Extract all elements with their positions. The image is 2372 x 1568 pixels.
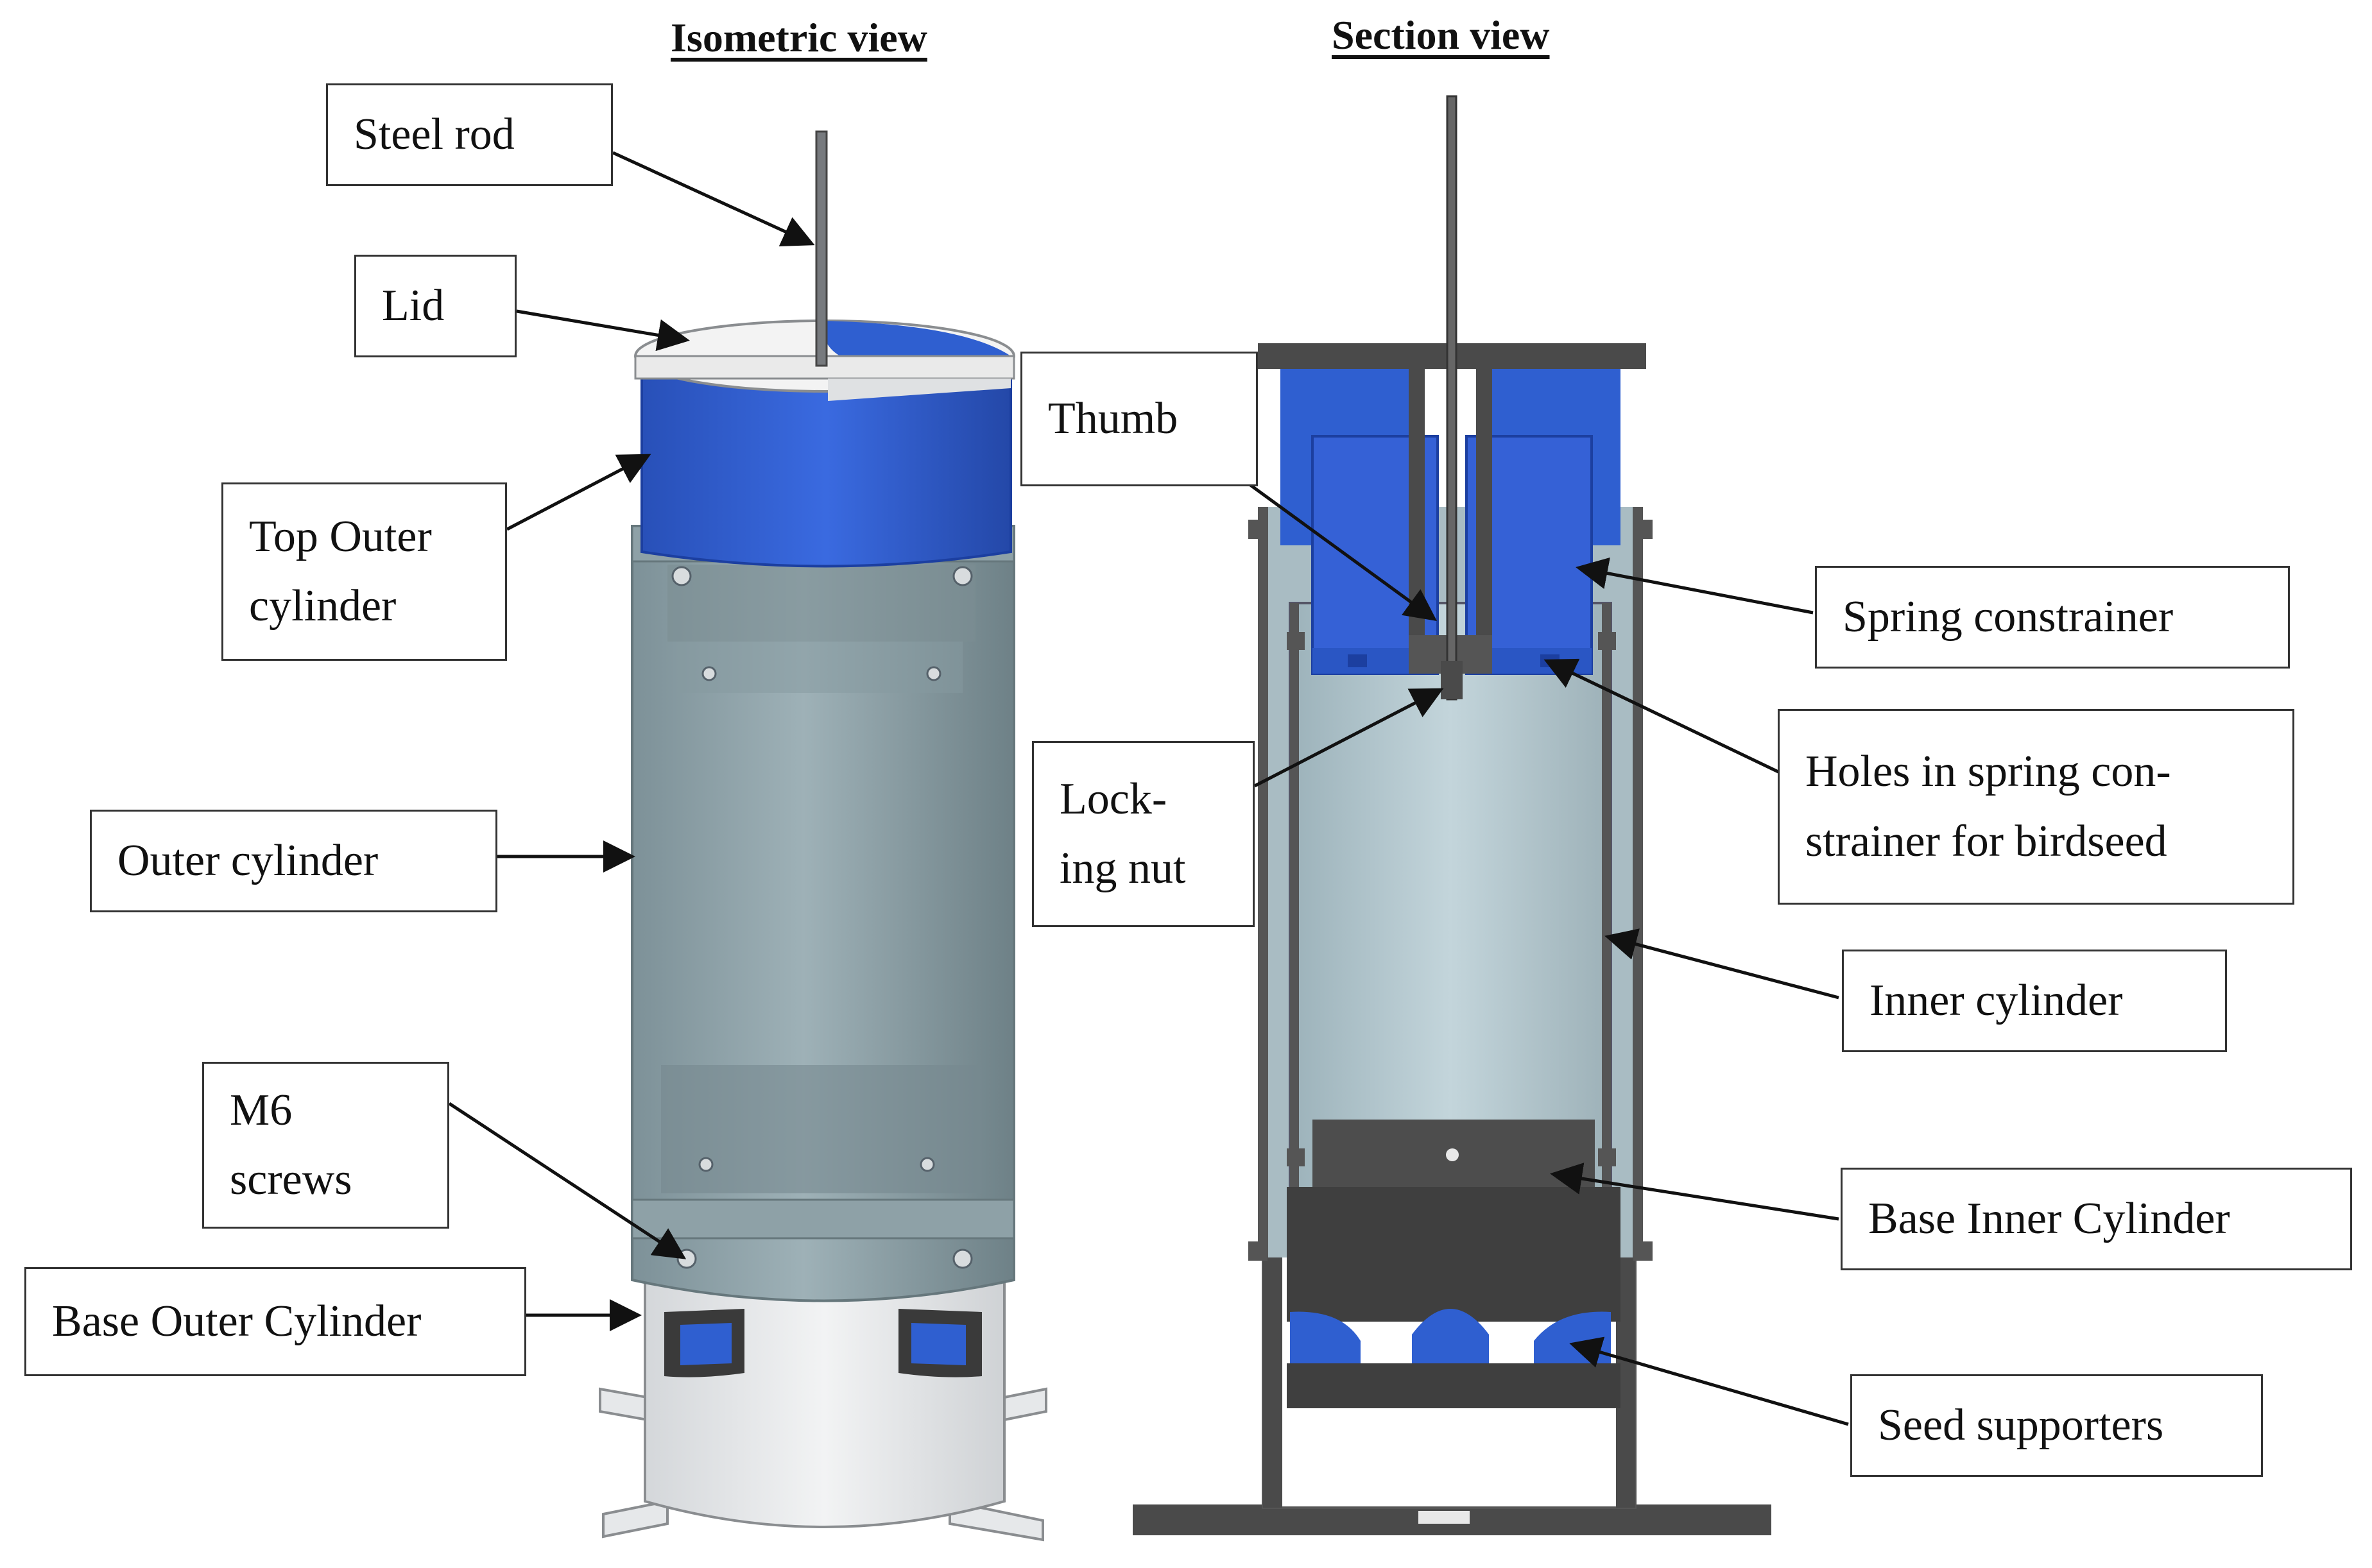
leader-arrows <box>448 151 1849 1426</box>
seed-windows <box>664 1309 982 1377</box>
label-base-inner-cylinder: Base Inner Cylinder <box>1868 1193 2230 1243</box>
callout-locking-nut: Lock- ing nut <box>1032 741 1255 927</box>
label-steel-rod: Steel rod <box>354 109 515 159</box>
callout-inner-cylinder: Inner cylinder <box>1842 950 2227 1052</box>
label-outer-cylinder: Outer cylinder <box>117 835 379 885</box>
base-outer-cylinder-shape <box>644 1266 1006 1528</box>
label-seed-supporters: Seed supporters <box>1878 1400 2164 1450</box>
callout-seed-supporters: Seed supporters <box>1850 1374 2263 1477</box>
label-holes-line1: Holes in spring con- <box>1805 747 2171 796</box>
label-m6-screws-line1: M6 <box>230 1085 293 1135</box>
label-inner-cylinder: Inner cylinder <box>1869 975 2123 1025</box>
label-base-outer-cylinder: Base Outer Cylinder <box>52 1296 422 1346</box>
label-locking-nut-line2: ing nut <box>1060 844 1186 893</box>
callout-base-inner-cylinder: Base Inner Cylinder <box>1841 1168 2352 1270</box>
callout-top-outer-cylinder: Top Outer cylinder <box>221 482 507 661</box>
section-feeder <box>1133 95 1771 1535</box>
isometric-feeder <box>599 130 1047 1542</box>
callout-thumb: Thumb <box>1020 352 1258 486</box>
label-top-outer-cylinder-line2: cylinder <box>249 581 397 631</box>
callout-m6-screws: M6 screws <box>202 1062 449 1229</box>
callout-holes-in-spring-constrainer: Holes in spring con- strainer for birdse… <box>1778 709 2294 905</box>
section-view-title: Section view <box>1332 12 1550 58</box>
isometric-view-title: Isometric view <box>671 15 927 60</box>
steel-rod-shape <box>815 130 828 367</box>
top-outer-cylinder-shape <box>640 374 1012 568</box>
callout-outer-cylinder: Outer cylinder <box>90 810 497 912</box>
label-thumb: Thumb <box>1048 393 1178 443</box>
callout-steel-rod: Steel rod <box>326 83 613 186</box>
callout-spring-constrainer: Spring constrainer <box>1815 566 2290 669</box>
label-lid: Lid <box>382 280 445 330</box>
label-m6-screws-line2: screws <box>230 1155 352 1204</box>
label-locking-nut-line1: Lock- <box>1060 774 1167 824</box>
label-spring-constrainer: Spring constrainer <box>1843 592 2174 642</box>
callout-lid: Lid <box>354 255 517 357</box>
label-top-outer-cylinder-line1: Top Outer <box>249 511 432 561</box>
callout-base-outer-cylinder: Base Outer Cylinder <box>24 1267 526 1376</box>
label-holes-line2: strainer for birdseed <box>1805 816 2167 866</box>
locking-nut-shape <box>1441 661 1463 699</box>
